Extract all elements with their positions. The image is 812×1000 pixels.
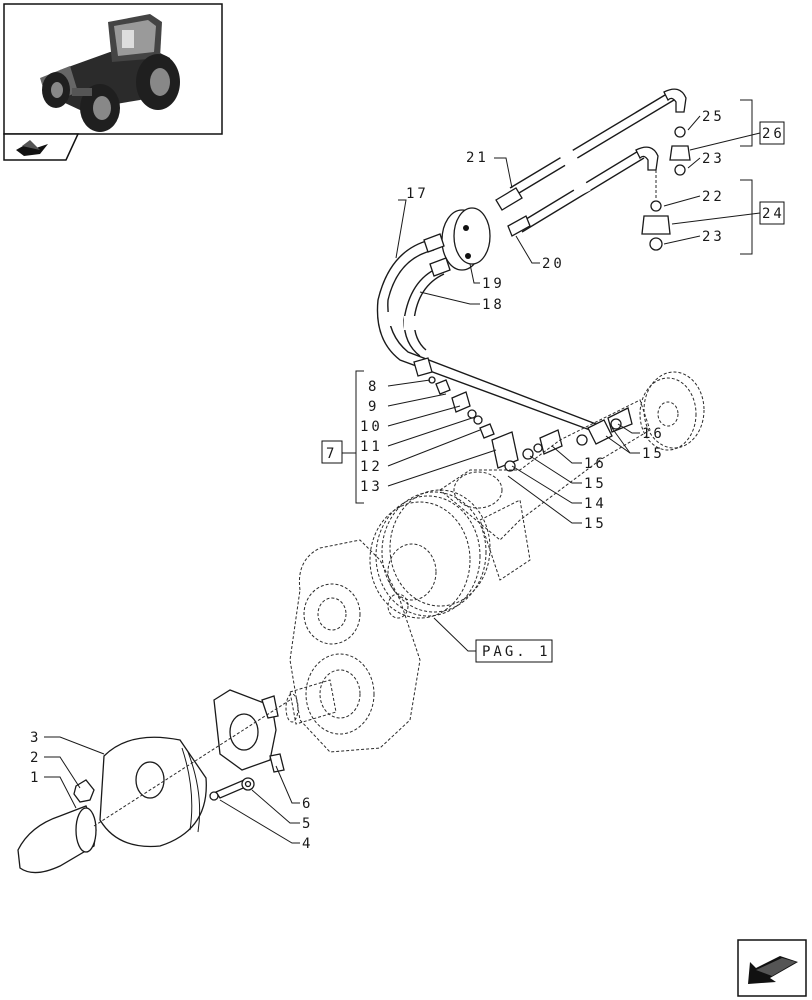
callout-1[interactable]: 1	[30, 770, 41, 786]
callout-16-b[interactable]: 16	[642, 426, 665, 442]
callout-15-c[interactable]: 15	[642, 446, 665, 462]
fittings-left	[428, 376, 633, 472]
callout-14[interactable]: 14	[584, 496, 607, 512]
tractor-thumbnail-icon[interactable]	[3, 3, 223, 135]
callout-10[interactable]: 10	[360, 419, 383, 435]
callout-18[interactable]: 18	[482, 297, 505, 313]
callout-7[interactable]: 7	[326, 446, 337, 462]
callout-3[interactable]: 3	[30, 730, 41, 746]
callout-25[interactable]: 25	[702, 109, 725, 125]
callout-17[interactable]: 17	[406, 186, 429, 202]
callout-22[interactable]: 22	[702, 189, 725, 205]
callout-24[interactable]: 24	[762, 206, 785, 222]
callout-12[interactable]: 12	[360, 459, 383, 475]
callout-2[interactable]: 2	[30, 750, 41, 766]
page-reference[interactable]: PAG. 1	[482, 644, 551, 660]
callout-15-b[interactable]: 15	[584, 516, 607, 532]
lower-parts	[17, 689, 291, 874]
callout-21[interactable]: 21	[466, 150, 489, 166]
hose-assembly	[376, 88, 687, 445]
callout-9[interactable]: 9	[368, 399, 379, 415]
callout-23-a[interactable]: 23	[702, 151, 725, 167]
callout-26[interactable]: 26	[762, 126, 785, 142]
callout-23-b[interactable]: 23	[702, 229, 725, 245]
leader-lines	[44, 99, 761, 844]
callout-labels: 1 2 3 4 5 6 7 8 9 10 11 12 13 14 15 15 1…	[30, 109, 785, 852]
callout-5[interactable]: 5	[302, 816, 313, 832]
callout-15-a[interactable]: 15	[584, 476, 607, 492]
section-tab-icon[interactable]	[3, 133, 80, 161]
callout-6[interactable]: 6	[302, 796, 313, 812]
next-page-arrow-icon[interactable]	[737, 939, 807, 997]
callout-11[interactable]: 11	[360, 439, 383, 455]
fittings-right	[641, 126, 691, 251]
gearbox-assembly	[285, 371, 705, 753]
callout-20[interactable]: 20	[542, 256, 565, 272]
callout-4[interactable]: 4	[302, 836, 313, 852]
callout-8[interactable]: 8	[368, 379, 379, 395]
callout-19[interactable]: 19	[482, 276, 505, 292]
callout-13[interactable]: 13	[360, 479, 383, 495]
callout-16-a[interactable]: 16	[584, 456, 607, 472]
